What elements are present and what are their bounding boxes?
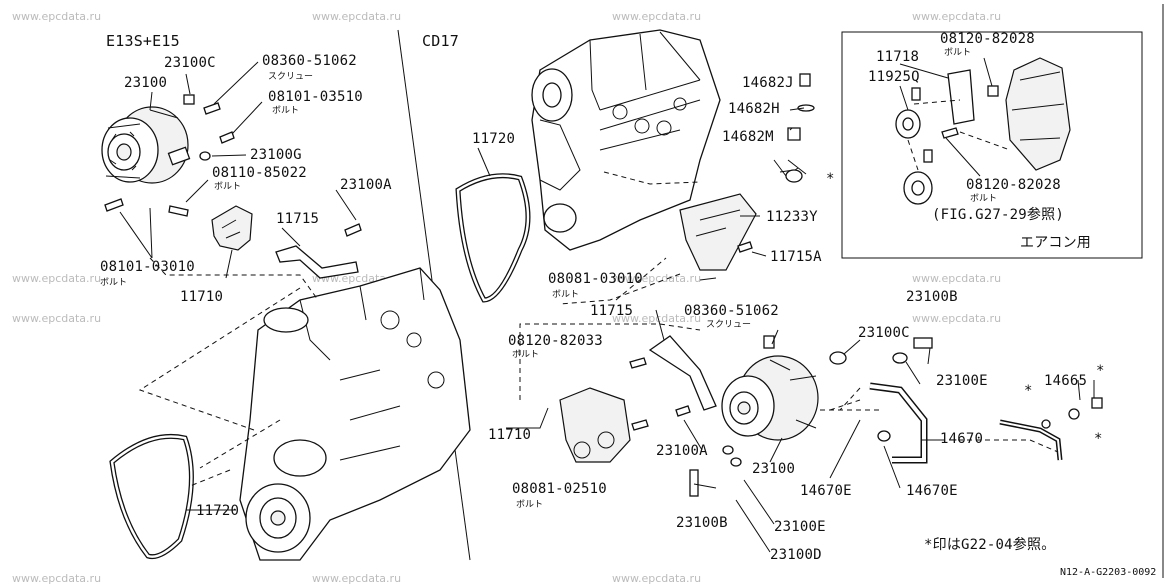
asterisk-marker: * [826,171,835,187]
watermark: www.epcdata.ru [912,272,1002,285]
label-08101b-sub: ボルト [100,278,128,288]
label-23100e-bottom: 23100E [774,519,826,535]
label-23100a-right: 23100A [656,443,708,459]
asterisk-marker: * [1094,431,1103,447]
label-11720-right: 11720 [472,131,516,147]
label-23100c: 23100C [164,55,216,71]
bracket-left-drawing [211,205,253,251]
engine-left-drawing [239,267,471,561]
label-08360-51062: 08360-51062 [262,53,357,69]
label-23100d: 23100D [770,547,822,563]
watermark: www.epcdata.ru [12,272,102,285]
footnote: *印はG22-04参照。 [924,537,1056,553]
label-08081-02510: 08081-02510 [512,481,607,497]
label-11715-right: 11715 [590,303,634,319]
label-11710-right: 11710 [488,427,532,443]
section-left-title: E13S+E15 [106,32,180,50]
label-23100b-bottom: 23100B [676,515,728,531]
inset-drawing [895,57,1071,205]
label-08360-right: 08360-51062 [684,303,779,319]
label-23100g: 23100G [250,147,302,163]
label-11720: 11720 [196,503,240,519]
section-right-title: CD17 [422,32,459,50]
label-14682h: 14682H [728,101,780,117]
watermark: www.epcdata.ru [612,10,702,23]
engine-right-drawing [531,29,721,251]
label-23100a: 23100A [340,177,392,193]
label-14665: 14665 [1044,373,1088,389]
label-08120-sub: ボルト [512,350,540,360]
label-08120-82033: 08120-82033 [508,333,603,349]
label-11718: 11718 [876,49,920,65]
label-11715a: 11715A [770,249,822,265]
watermark: www.epcdata.ru [312,572,402,585]
page-code: N12-A-G2203-0092 [1060,567,1157,578]
bolts-right [689,337,933,497]
label-23100: 23100 [124,75,168,91]
fig-reference-note: (FIG.G27-29参照) [932,207,1064,223]
label-08081-03010: 08081-03010 [548,271,643,287]
label-08081a-sub: ボルト [552,290,580,300]
label-14682j: 14682J [742,75,794,91]
label-08101-03510: 08101-03510 [268,89,363,105]
label-08120a-sub: ボルト [944,48,972,58]
label-08360-sub: スクリュー [268,72,314,82]
bracket-right-11710-drawing [559,387,631,463]
label-11925q: 11925Q [868,69,920,85]
label-11710: 11710 [180,289,224,305]
label-08081b-sub: ボルト [516,500,544,510]
label-08120-82028-top: 08120-82028 [940,31,1035,47]
watermark: www.epcdata.ru [312,10,402,23]
label-08120b-sub: ボルト [970,194,998,204]
belt-right-drawing [455,173,531,303]
label-08101a-sub: ボルト [272,106,300,116]
watermark: www.epcdata.ru [612,272,702,285]
watermark: www.epcdata.ru [912,10,1002,23]
label-23100b-top: 23100B [906,289,958,305]
hose-14670-drawing [869,382,928,464]
watermark: www.epcdata.ru [612,312,702,325]
label-11233y: 11233Y [766,209,818,225]
part-14682j-drawing [799,73,811,87]
label-08110-85022: 08110-85022 [212,165,307,181]
alternator-right-drawing [721,335,819,441]
label-08360-right-sub: スクリュー [706,320,752,330]
label-14682m: 14682M [722,129,774,145]
label-08110-sub: ボルト [214,182,242,192]
label-14670e-mid: 14670E [800,483,852,499]
adjust-bar-right-drawing [648,335,717,411]
asterisk-marker: * [1024,383,1033,399]
adjust-bar-left-drawing [275,245,359,279]
label-08120-82028-bottom: 08120-82028 [966,177,1061,193]
label-08101-03010: 08101-03010 [100,259,195,275]
label-14670e-right: 14670E [906,483,958,499]
watermark: www.epcdata.ru [12,10,102,23]
watermark: www.epcdata.ru [12,572,102,585]
label-23100c-right: 23100C [858,325,910,341]
label-23100-right: 23100 [752,461,796,477]
bracket-11233y-drawing [679,193,757,271]
watermark: www.epcdata.ru [12,312,102,325]
label-11715: 11715 [276,211,320,227]
inset-box [841,31,1143,259]
watermark: www.epcdata.ru [912,312,1002,325]
alternator-left-drawing [101,106,191,184]
label-23100e-top: 23100E [936,373,988,389]
asterisk-marker: * [1096,363,1105,379]
aircon-note: エアコン用 [1020,235,1091,251]
bolts-left [104,94,362,237]
watermark: www.epcdata.ru [612,572,702,585]
label-14670: 14670 [940,431,984,447]
